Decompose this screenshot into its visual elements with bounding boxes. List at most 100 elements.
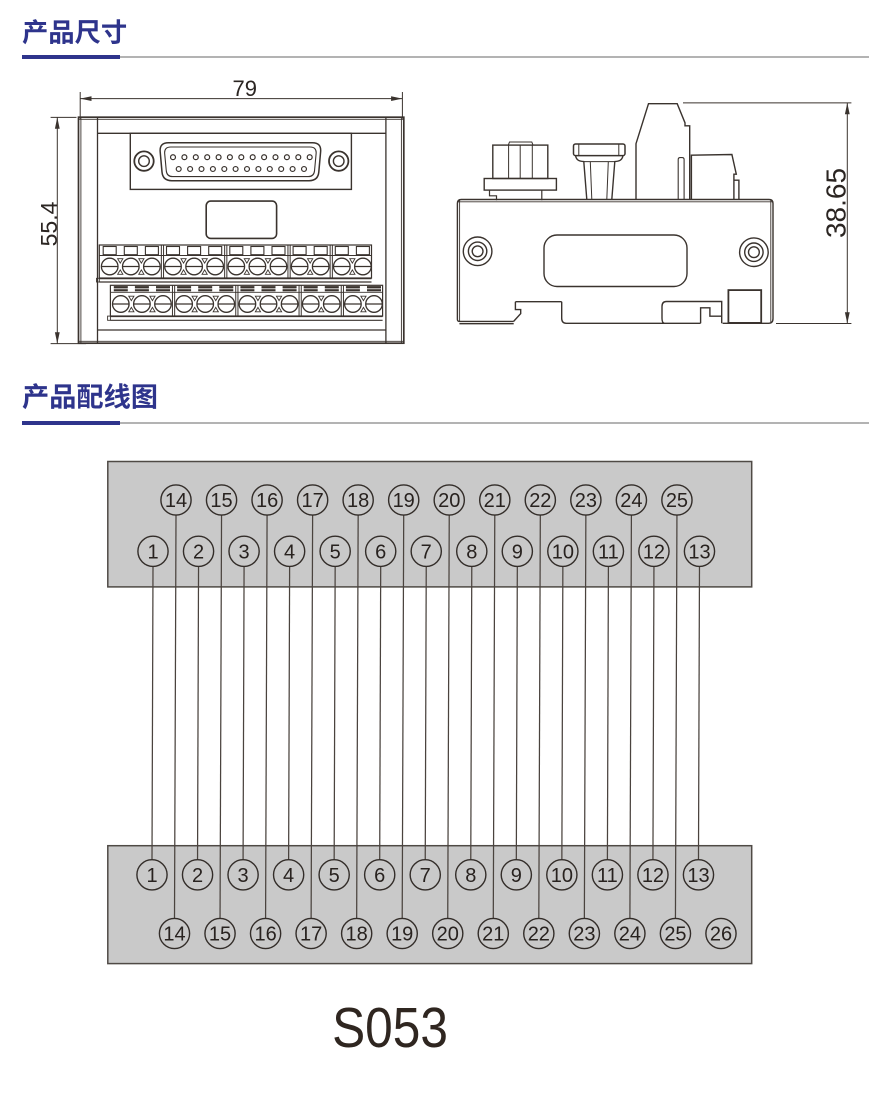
pin-number-bottom-25: 25 (664, 924, 686, 946)
pin-number-bottom-3: 3 (238, 865, 249, 887)
db25-pin (175, 165, 182, 173)
pin-number-top-23: 23 (575, 490, 597, 512)
pin-number-bottom-1: 1 (146, 865, 157, 887)
pin-number-bottom-4: 4 (283, 865, 294, 887)
pin-number-top-22: 22 (529, 490, 551, 512)
pin-number-top-5: 5 (330, 542, 341, 564)
pin-number-bottom-18: 18 (346, 924, 368, 946)
wire-20 (447, 515, 450, 919)
pin-number-bottom-11: 11 (597, 865, 618, 887)
wire-12 (652, 566, 655, 860)
section-rule-wiring (120, 422, 869, 425)
front-view-drawing (77, 116, 405, 345)
pin-circle-bottom-2 (181, 859, 214, 891)
pin-circle-bottom-12 (637, 859, 669, 891)
pin-number-top-7: 7 (421, 542, 432, 564)
side-view-drawing (456, 103, 774, 325)
pin-circle-top-21 (478, 484, 511, 516)
pin-circle-top-12 (638, 535, 670, 568)
wire-6 (379, 566, 382, 860)
pin-number-top-4: 4 (284, 542, 295, 564)
pin-circle-top-18 (342, 484, 374, 516)
pin-circle-bottom-20 (431, 917, 464, 950)
pin-number-bottom-15: 15 (209, 924, 231, 946)
db25-pin (306, 154, 313, 161)
pin-circle-bottom-6 (363, 859, 396, 891)
wire-18 (356, 515, 359, 919)
db25-pin (192, 154, 199, 161)
wire-3 (242, 566, 245, 860)
pin-number-top-12: 12 (643, 542, 665, 564)
db25-pin (272, 154, 279, 161)
pin-circle-bottom-13 (682, 859, 715, 891)
pin-circle-top-24 (615, 484, 648, 516)
pin-circle-bottom-8 (454, 859, 487, 891)
pin-circle-bottom-25 (659, 917, 692, 950)
pin-circle-top-19 (387, 484, 420, 516)
front-screw-hole-right (328, 150, 350, 172)
pin-number-bottom-17: 17 (300, 924, 322, 946)
pin-number-bottom-13: 13 (687, 865, 709, 887)
section-header-product-dimensions: 产品尺寸 (22, 19, 132, 51)
pin-circle-bottom-7 (409, 859, 442, 891)
pin-number-top-1: 1 (147, 542, 158, 564)
db25-pins (169, 154, 313, 173)
pin-number-top-16: 16 (256, 490, 278, 512)
pin-number-bottom-9: 9 (511, 865, 522, 887)
pin-circle-bottom-9 (500, 859, 533, 891)
front-label-window (205, 200, 278, 240)
db25-pin (261, 154, 268, 161)
pin-circle-top-25 (661, 484, 693, 516)
pin-circle-bottom-14 (158, 917, 191, 950)
pin-number-top-25: 25 (666, 490, 688, 512)
pin-circle-top-16 (251, 484, 283, 516)
pin-circle-top-2 (182, 535, 215, 568)
terminal-row-upper (96, 244, 373, 283)
db25-pin (300, 165, 308, 173)
wire-25 (674, 515, 678, 919)
pin-circle-top-15 (205, 484, 238, 516)
dimension-width: 79 (79, 76, 403, 119)
pin-number-bottom-10: 10 (551, 865, 573, 887)
wire-9 (515, 566, 518, 860)
pin-number-top-21: 21 (484, 490, 506, 512)
side-jackscrew-profile (572, 143, 626, 200)
pin-number-bottom-21: 21 (482, 924, 504, 946)
pin-number-top-19: 19 (393, 490, 415, 512)
section-rule-dimensions (120, 56, 869, 58)
wire-24 (629, 515, 633, 919)
pin-circle-top-7 (410, 535, 443, 568)
pin-circle-top-1 (137, 535, 169, 568)
pin-circle-top-20 (433, 484, 466, 516)
pin-circle-top-11 (592, 535, 625, 568)
pin-number-top-2: 2 (193, 542, 204, 564)
db25-pin (289, 165, 296, 173)
pin-circle-top-22 (524, 484, 557, 516)
section-header-product-wiring: 产品配线图 (22, 382, 162, 415)
dimension-depth-label: 38.65 (820, 168, 851, 238)
db25-pin (221, 165, 228, 173)
section-title-graphic-dimensions (22, 19, 127, 45)
front-screw-hole-left (133, 150, 155, 172)
pin-number-bottom-14: 14 (163, 924, 185, 946)
pin-circle-bottom-22 (523, 917, 555, 950)
pin-number-top-18: 18 (347, 490, 369, 512)
pin-circle-top-5 (319, 535, 351, 568)
pin-number-bottom-23: 23 (573, 924, 595, 946)
pin-number-bottom-16: 16 (254, 924, 276, 946)
pin-circle-bottom-10 (546, 859, 578, 891)
wire-4 (287, 566, 291, 860)
pin-number-top-10: 10 (552, 542, 574, 564)
pin-number-top-13: 13 (688, 542, 710, 564)
side-screw-left (462, 236, 493, 267)
wire-19 (401, 515, 405, 919)
db25-pin (198, 165, 205, 173)
pin-number-top-20: 20 (438, 490, 460, 512)
pin-number-top-15: 15 (210, 490, 232, 512)
side-lever-profile (635, 103, 691, 200)
dimension-height-label: 55.4 (36, 201, 62, 246)
pin-circle-top-13 (683, 535, 716, 568)
pin-number-bottom-26: 26 (710, 924, 732, 946)
pin-number-bottom-8: 8 (465, 865, 476, 887)
